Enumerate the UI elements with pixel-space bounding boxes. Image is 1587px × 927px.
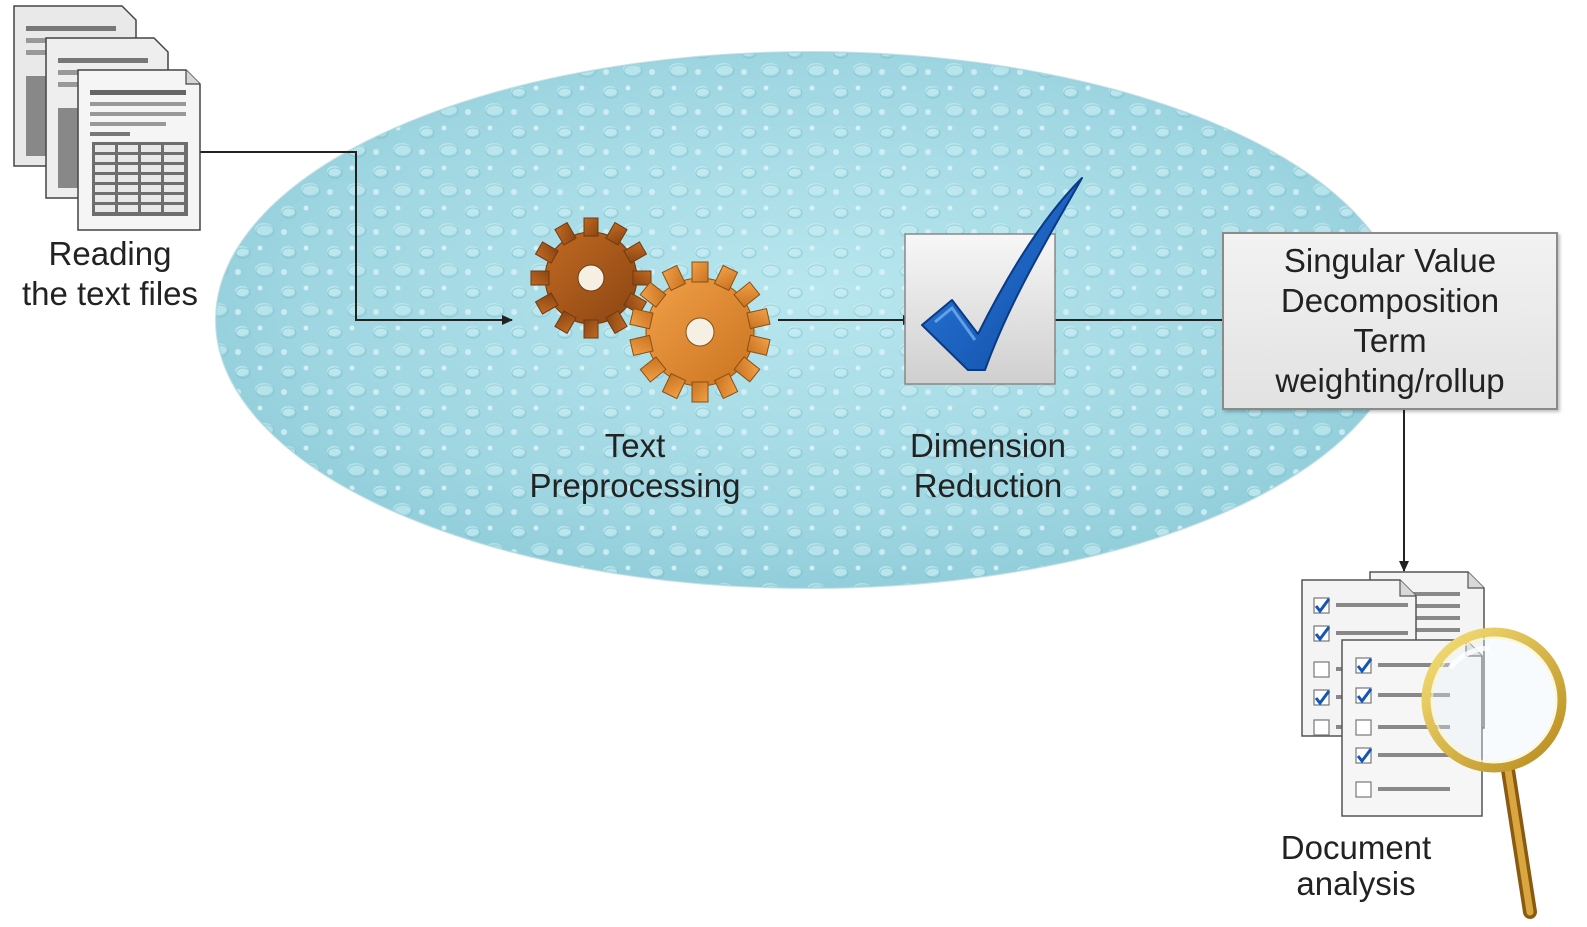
dimension-label-line-2: Reduction: [913, 467, 1063, 504]
document-analysis-label: Document analysis: [1246, 830, 1466, 902]
preprocessing-label-line-1: Text: [604, 427, 666, 464]
reading-label-line-1: Reading: [48, 235, 172, 272]
svd-line-4: weighting/rollup: [1275, 362, 1505, 399]
reading-files-label: Reading the text files: [0, 234, 220, 314]
dimension-label-line-1: Dimension: [910, 427, 1066, 464]
checklist-magnifier-icon: [1301, 571, 1567, 919]
analysis-label-line-2: analysis: [1296, 865, 1416, 902]
svd-box: Singular Value Decomposition Term weight…: [1222, 232, 1558, 410]
magnifier-icon: [1421, 627, 1567, 919]
svd-line-2: Decomposition: [1280, 282, 1500, 319]
svd-line-3: Term: [1353, 322, 1427, 359]
reading-label-line-2: the text files: [21, 275, 199, 312]
checkmark-icon: [904, 177, 1083, 385]
stacked-spreadsheet-documents-icon: [13, 5, 201, 231]
dimension-reduction-label: Dimension Reduction: [858, 426, 1118, 506]
text-preprocessing-label: Text Preprocessing: [495, 426, 775, 506]
connectors: [200, 151, 1409, 572]
svd-line-1: Singular Value: [1283, 242, 1497, 279]
connector-files-to-preprocessing: [200, 151, 513, 325]
gears-icon: [530, 217, 771, 403]
analysis-label-line-1: Document: [1280, 829, 1432, 866]
preprocessing-label-line-2: Preprocessing: [529, 467, 741, 504]
